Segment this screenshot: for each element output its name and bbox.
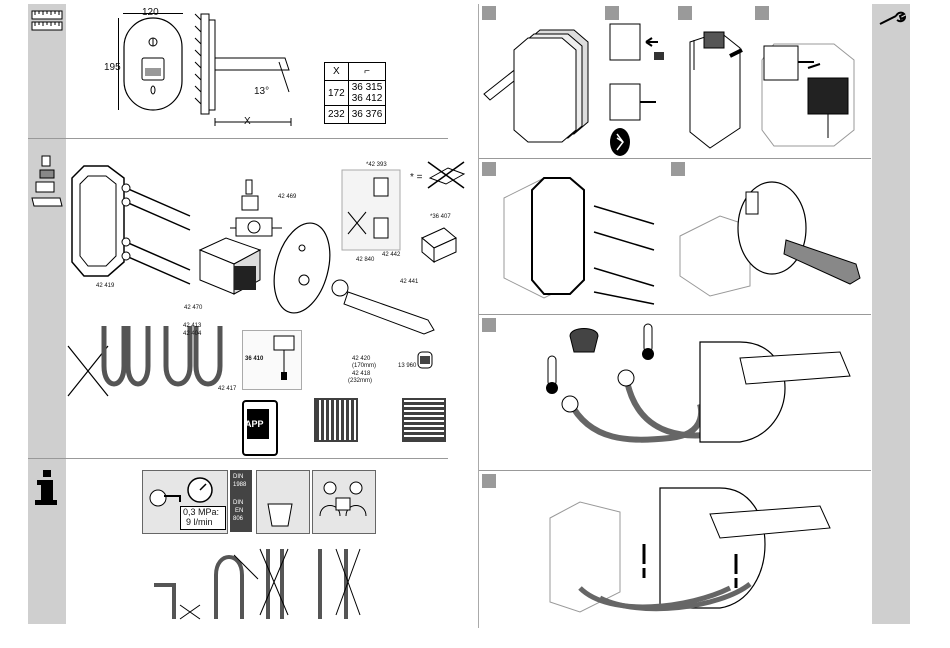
app-label: APP [245, 419, 264, 429]
part-42442: 42 442 [382, 252, 400, 258]
gauge-icon [186, 476, 214, 504]
table-header-spout: ⌐ [348, 63, 386, 81]
step-tag [678, 6, 692, 20]
part-13960: 13 960 [398, 363, 416, 369]
spout-length-table: X ⌐ 172 36 315 36 412 232 36 376 [324, 62, 386, 124]
spout-side-drawing [195, 12, 305, 132]
faceplate-mount-drawing [676, 166, 871, 306]
step-tag [755, 6, 769, 20]
frame-mount-drawing [484, 168, 664, 308]
row-divider [479, 158, 871, 159]
step-tag [482, 318, 496, 332]
part-42417: 42 417 [218, 386, 236, 392]
din-en-line2: EN [235, 508, 243, 514]
angle-label: 13° [254, 86, 269, 97]
remote-control-drawing [418, 224, 458, 264]
hoses-drawing [66, 318, 226, 404]
din-en-line3: 806 [233, 516, 243, 522]
left-sidebar [28, 4, 66, 624]
control-unit-insert-drawing [758, 24, 868, 150]
battery-box-drawing [606, 22, 670, 158]
table-cell-x: 232 [325, 106, 349, 124]
not-included-icon [426, 160, 466, 190]
din-1988-line1: DIN [233, 474, 243, 480]
step-tag [482, 474, 496, 488]
part-42441: 42 441 [400, 279, 418, 285]
table-cell-codes: 36 315 36 412 [348, 81, 386, 106]
hose-bending-drawing [150, 545, 370, 621]
table-cell-x: 172 [325, 81, 349, 106]
table-code: 36 315 [352, 82, 383, 93]
ruler-icon [31, 10, 63, 32]
table-cell-codes: 36 376 [348, 106, 386, 124]
part-42419: 42 419 [96, 283, 114, 289]
part-42404: 42 404 [183, 331, 201, 337]
part-42840: 42 840 [356, 257, 374, 263]
table-code: 36 412 [352, 93, 383, 104]
frame-stack-drawing [482, 20, 597, 140]
valve-parts-icon [30, 152, 64, 210]
row-divider [479, 470, 871, 471]
aerator-drawing [416, 350, 436, 372]
hose-connection-drawing [540, 322, 860, 468]
faceplate-drawing [120, 16, 190, 116]
right-sidebar [872, 4, 910, 624]
table-header-x: X [325, 63, 349, 81]
din-1988-line2: 1988 [233, 482, 246, 488]
wall-box-insert-drawing [680, 22, 750, 158]
part-42469: 42 469 [278, 194, 296, 200]
step-tag [605, 6, 619, 20]
wrench-icon [878, 10, 906, 28]
spout-exploded-drawing [330, 278, 440, 338]
part-42393: *42 393 [366, 162, 387, 168]
bucket-icon [264, 500, 296, 528]
installer-icon [318, 476, 368, 526]
pressure-value: 0,3 MPa: [183, 507, 219, 517]
divider-line [28, 138, 448, 139]
part-42413: 42 413 [183, 323, 201, 329]
row-divider [479, 314, 871, 315]
part-42470: 42 470 [184, 305, 202, 311]
step-tag [482, 6, 496, 20]
din-en-line1: DIN [233, 500, 243, 506]
part-42418: 42 418 [352, 371, 370, 377]
divider-line [28, 458, 448, 459]
dim-line [123, 13, 183, 14]
part-42420: 42 420 [352, 356, 370, 362]
dim-line [118, 18, 119, 110]
info-icon [33, 470, 61, 506]
flow-value: 9 l/min [186, 517, 213, 527]
sensor-drawing [270, 334, 298, 384]
part-42418-length: (232mm) [348, 378, 372, 384]
accessory-box-drawing [340, 168, 402, 252]
spout-icon: ⌐ [364, 66, 370, 77]
qr-code[interactable] [314, 398, 358, 442]
qr-code[interactable] [402, 398, 446, 442]
part-42420-length: (170mm) [352, 363, 376, 369]
x-dimension-label: X [244, 116, 251, 127]
hose-routing-drawing [540, 478, 860, 624]
tap-icon [148, 484, 182, 514]
faceplate-exploded-drawing [272, 218, 332, 318]
screws-drawing [118, 180, 198, 290]
part-36407: *36 407 [430, 214, 451, 220]
part-36410: 36 410 [245, 356, 263, 362]
star-equals-label: * = [410, 172, 423, 183]
